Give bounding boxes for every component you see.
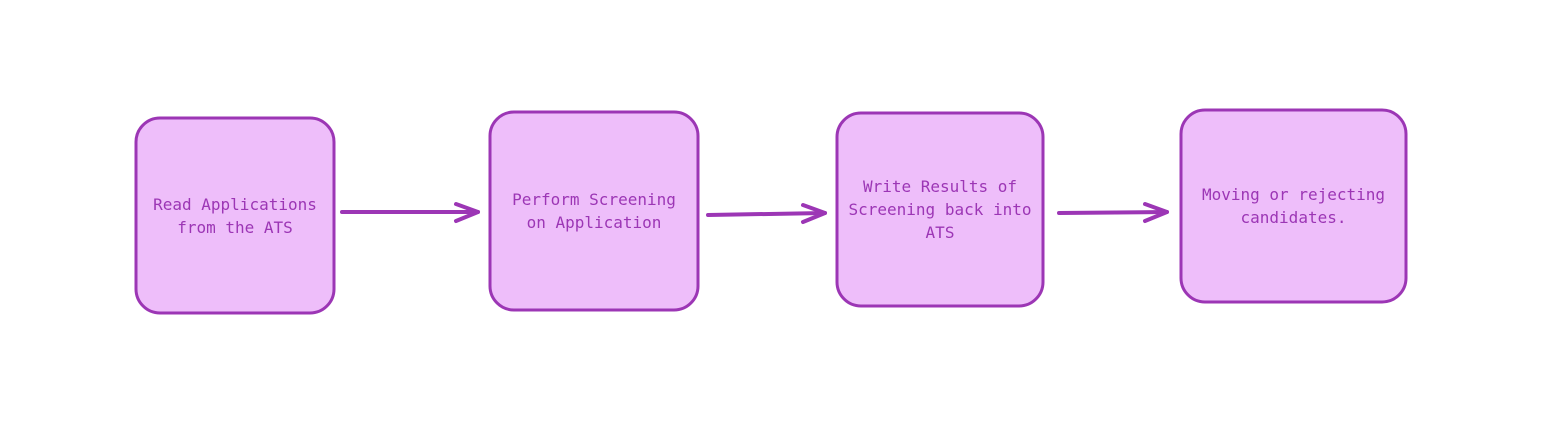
node-label-perform-screening: Perform Screening on Application [512, 190, 676, 232]
node-box-perform-screening[interactable] [488, 110, 700, 312]
node-label-write-results: Write Results of Screening back into ATS [848, 177, 1032, 242]
node-label-read-applications: Read Applications from the ATS [153, 194, 317, 237]
node-box-moving-rejecting[interactable] [1179, 108, 1408, 304]
arrow-read-to-screening[interactable] [340, 202, 480, 223]
arrow-screening-to-write[interactable] [706, 203, 827, 224]
arrow-write-to-moving[interactable] [1057, 202, 1169, 223]
node-label-moving-rejecting: Moving or rejecting candidates. [1201, 185, 1386, 227]
node-box-read-applications[interactable] [134, 116, 336, 315]
node-box-write-results[interactable] [835, 111, 1045, 308]
